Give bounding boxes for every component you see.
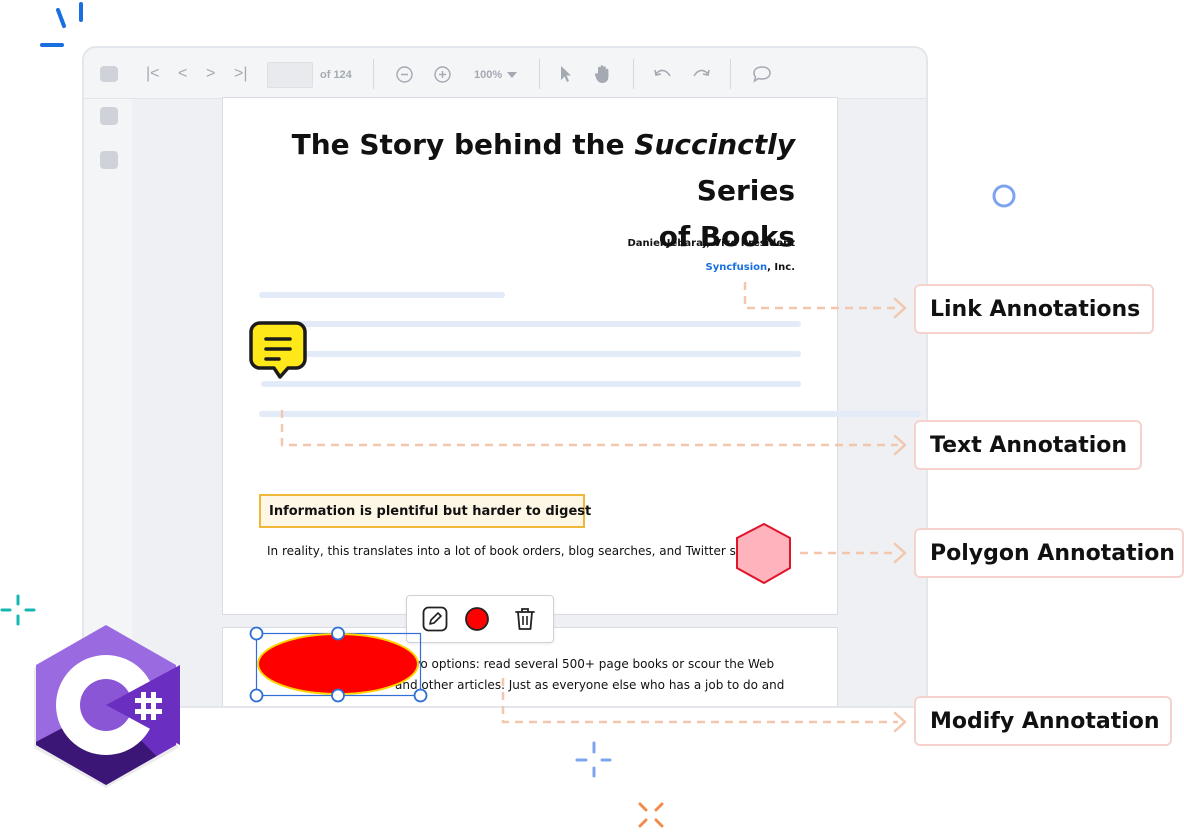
- delete-trash-icon[interactable]: [513, 606, 537, 632]
- text-line-placeholder: [259, 411, 921, 417]
- zoom-level-dropdown[interactable]: 100%: [474, 69, 503, 81]
- zoom-in-icon[interactable]: [434, 66, 451, 83]
- viewer-sidebar: [84, 99, 132, 706]
- body-paragraph: In reality, this translates into a lot o…: [267, 544, 768, 558]
- text-line-placeholder: [261, 381, 801, 387]
- page-number-input[interactable]: [267, 62, 313, 88]
- page-count-label: of 124: [320, 69, 352, 81]
- text-line-placeholder: [261, 351, 801, 357]
- bookmarks-button[interactable]: [100, 151, 118, 169]
- sidebar-toggle-button[interactable]: [100, 66, 118, 82]
- last-page-icon[interactable]: >|: [234, 65, 248, 82]
- decor-sparkle-teal: [0, 594, 36, 626]
- pan-hand-icon[interactable]: [594, 64, 612, 84]
- text-line-placeholder: [261, 321, 801, 327]
- thumbnails-button[interactable]: [100, 107, 118, 125]
- page2-text-line-2: and other articles. Just as everyone els…: [395, 678, 785, 692]
- polygon-annotation[interactable]: [732, 518, 798, 588]
- company-line: Syncfusion, Inc.: [705, 262, 795, 273]
- redo-icon[interactable]: [692, 68, 710, 80]
- csharp-logo-icon: [34, 625, 180, 788]
- zoom-out-icon[interactable]: [396, 66, 413, 83]
- chevron-down-icon[interactable]: [507, 72, 517, 78]
- syncfusion-link[interactable]: Syncfusion: [705, 262, 768, 273]
- sticky-note-icon[interactable]: [248, 320, 312, 380]
- first-page-icon[interactable]: |<: [146, 65, 160, 82]
- document-page-1: The Story behind the Succinctly Series o…: [222, 97, 921, 615]
- highlight-heading-box[interactable]: Information is plentiful but harder to d…: [259, 494, 591, 528]
- select-cursor-icon[interactable]: [559, 65, 573, 83]
- ellipse-annotation-selected[interactable]: [248, 624, 432, 706]
- edit-pencil-icon[interactable]: [422, 606, 448, 632]
- undo-icon[interactable]: [654, 68, 672, 80]
- prev-page-icon[interactable]: <: [178, 65, 188, 82]
- next-page-icon[interactable]: >: [206, 65, 216, 82]
- decor-sparkle-blue-bottom: [575, 741, 612, 778]
- text-annotation-callout: Text Annotation: [914, 420, 1142, 470]
- decor-sparkle-orange: [638, 802, 664, 828]
- author-line: Daniel Jebaraj, Vice President: [627, 238, 795, 249]
- decor-ring-blue: [992, 184, 1016, 208]
- text-line-placeholder: [259, 292, 505, 298]
- decor-sparkle-blue-top: [40, 2, 83, 47]
- polygon-annotation-callout: Polygon Annotation: [914, 528, 1184, 578]
- document-title: The Story behind the Succinctly Series o…: [291, 128, 795, 253]
- color-circle-icon[interactable]: [464, 606, 490, 632]
- highlight-heading-text: Information is plentiful but harder to d…: [269, 503, 592, 519]
- link-annotations-callout: Link Annotations: [914, 284, 1154, 334]
- comment-icon[interactable]: [752, 65, 772, 83]
- modify-annotation-callout: Modify Annotation: [914, 696, 1172, 746]
- viewer-toolbar: |< < > >| of 124 100%: [84, 48, 926, 99]
- annotation-context-toolbar: [406, 595, 554, 643]
